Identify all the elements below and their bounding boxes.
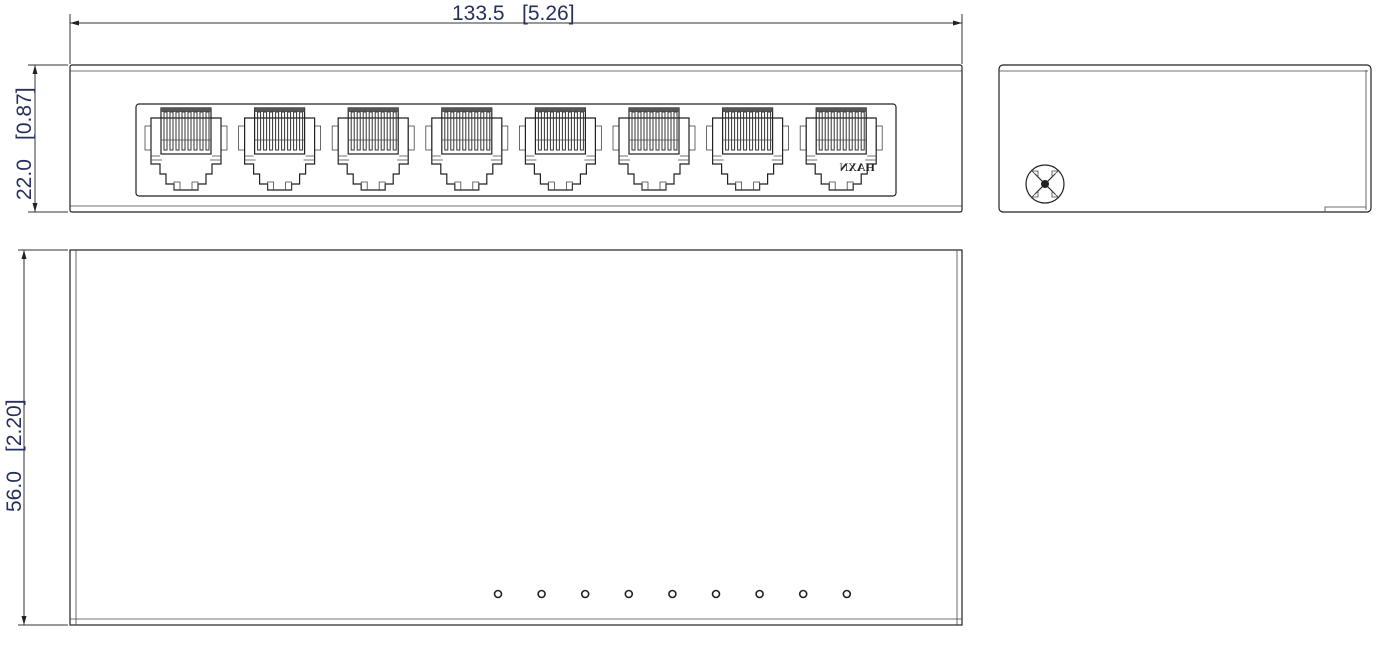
rj45-port bbox=[519, 107, 602, 191]
front-view: HAXN bbox=[69, 64, 963, 213]
led-indicator bbox=[842, 589, 852, 599]
screw-icon bbox=[1025, 164, 1065, 204]
width-mm-label: 133.5 bbox=[452, 2, 505, 25]
rj45-port bbox=[144, 107, 228, 191]
height-dimension: 22.0 [0.87] bbox=[13, 64, 68, 213]
led-indicator bbox=[580, 589, 590, 599]
led-indicator bbox=[493, 589, 503, 599]
led-indicator bbox=[668, 589, 677, 599]
led-indicator bbox=[537, 589, 546, 599]
rj45-port bbox=[238, 107, 322, 191]
rj45-port bbox=[612, 107, 696, 191]
width-inch-label: [5.26] bbox=[522, 2, 575, 25]
led-indicator bbox=[798, 589, 808, 599]
side-view bbox=[998, 64, 1372, 213]
width-dimension: 133.5 [5.26] bbox=[69, 2, 963, 64]
led-indicator bbox=[755, 589, 764, 599]
rj45-port: HAXN bbox=[799, 107, 883, 191]
led-indicator bbox=[711, 589, 721, 599]
rj45-port bbox=[425, 107, 509, 191]
height-mm-label: 22.0 bbox=[13, 159, 36, 200]
top-view bbox=[69, 249, 963, 626]
port-marking-label: HAXN bbox=[839, 160, 875, 174]
height-inch-label: [0.87] bbox=[13, 87, 36, 140]
depth-mm-label: 56.0 bbox=[3, 471, 26, 512]
rj45-port bbox=[331, 107, 415, 191]
depth-inch-label: [2.20] bbox=[3, 399, 26, 452]
depth-dimension: 56.0 [2.20] bbox=[3, 249, 68, 626]
led-indicator bbox=[624, 589, 634, 599]
rj45-port bbox=[706, 107, 789, 191]
